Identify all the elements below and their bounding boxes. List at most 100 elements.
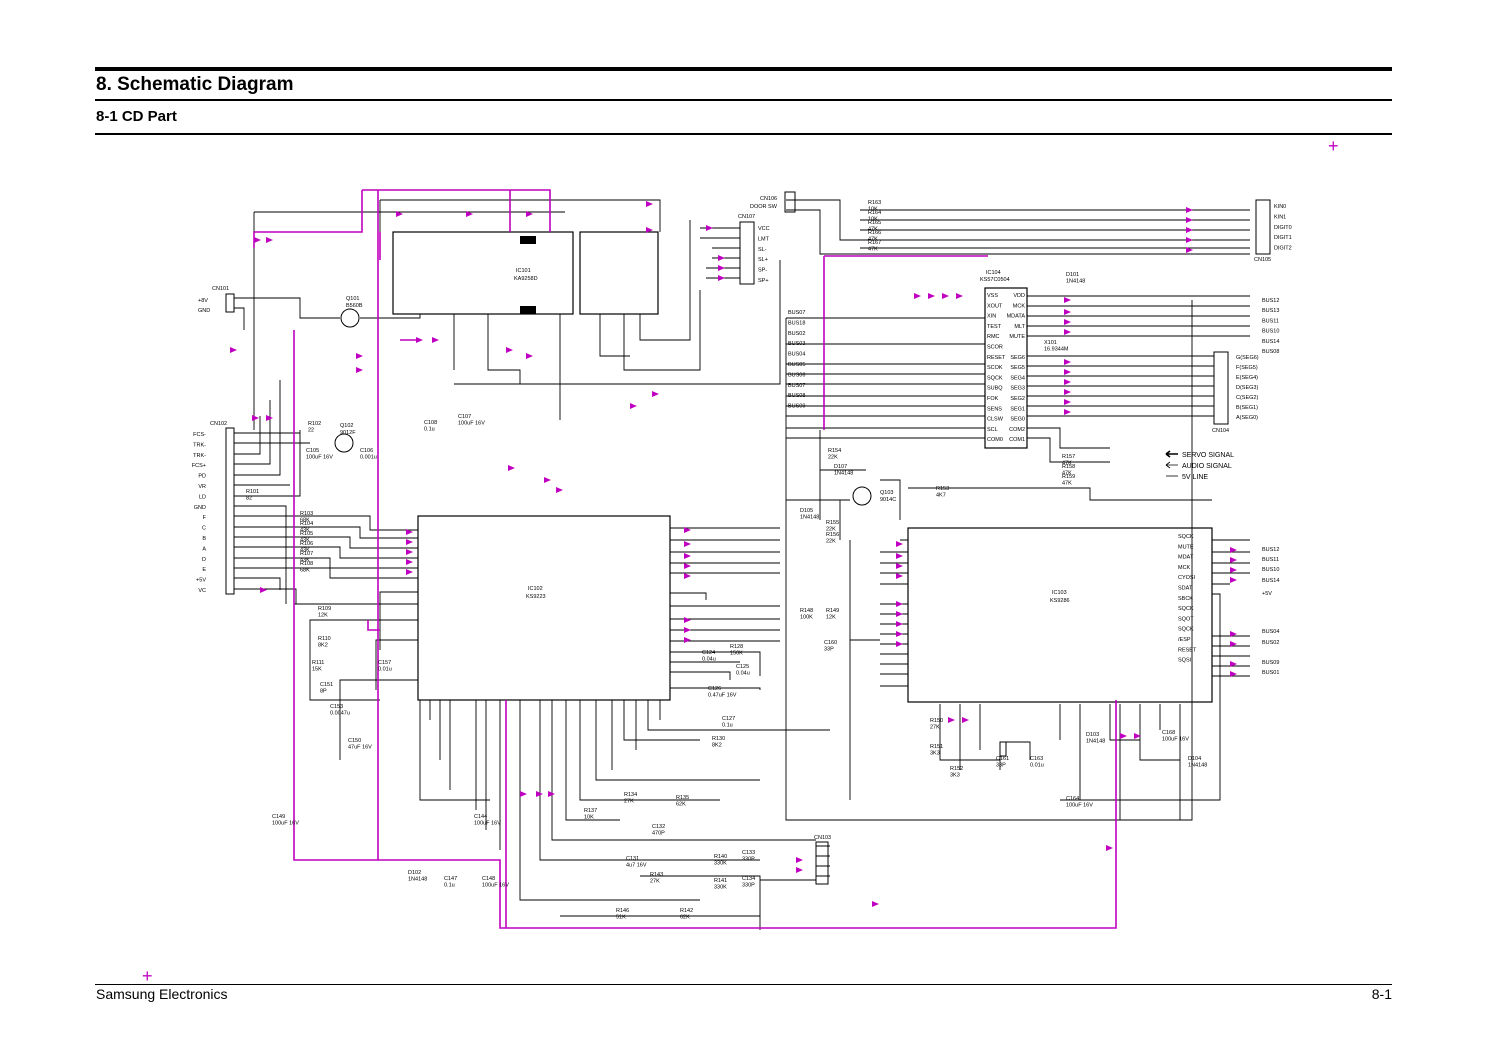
ic104-pin-label: MUTE <box>1009 334 1025 340</box>
component-value: 330K <box>714 885 727 891</box>
ic104-pin-label: SEG6 <box>1010 355 1025 361</box>
cn105-pin-label: DIGIT0 <box>1274 225 1292 231</box>
component-ref: C144 <box>474 814 487 820</box>
component-ref: R156 <box>826 532 839 538</box>
bus-label: BUS02 <box>788 331 805 337</box>
signal-arrow-icon <box>1134 733 1141 739</box>
ic103-pin-label: MUTE <box>1178 544 1194 550</box>
signal-arrows <box>230 201 1237 907</box>
component-value: 0.1u <box>722 723 733 729</box>
component-ref: D101 <box>1066 272 1079 278</box>
cn102-pin-label: D <box>202 557 206 563</box>
ic104-pin-label: MDATA <box>1007 314 1026 320</box>
component-ref: R148 <box>800 608 813 614</box>
component-ref: C150 <box>348 738 361 744</box>
registration-mark-icon: + <box>142 966 153 986</box>
cn107-pin-label: SP+ <box>758 278 769 284</box>
component-ref: R150 <box>930 718 943 724</box>
cn104: CN104 G(SEG6)F(SEG5)E(SEG4)D(SEG3)C(SEG2… <box>1212 351 1259 434</box>
signal-arrow-icon <box>266 415 273 421</box>
component-ref: R152 <box>950 766 963 772</box>
signal-arrow-icon <box>928 293 935 299</box>
wiring <box>234 199 1250 930</box>
component-value: 15K <box>312 667 322 673</box>
component-value: 330P <box>742 857 755 863</box>
signal-arrow-icon <box>406 539 413 545</box>
component-value: 1N4148 <box>800 515 819 521</box>
signal-arrow-icon <box>872 901 879 907</box>
component-value: 100uF 16V <box>1162 737 1189 743</box>
component-value: 16.9344M <box>1044 347 1069 353</box>
ic103-pin-label: SDAT <box>1178 586 1193 592</box>
signal-arrow-icon <box>896 631 903 637</box>
signal-arrow-icon <box>706 225 713 231</box>
legend-audio: AUDIO SIGNAL <box>1182 463 1232 470</box>
ic104-pin-label: MLT <box>1014 324 1025 330</box>
component-ref: C157 <box>378 660 391 666</box>
component-ref: C134 <box>742 876 755 882</box>
cn107-pin-label: LMT <box>758 236 770 242</box>
ic102-part: KS9223 <box>526 594 546 600</box>
component-value: 1N4148 <box>834 471 853 477</box>
signal-arrow-icon <box>718 275 725 281</box>
signal-arrow-icon <box>406 559 413 565</box>
ic104: IC104 KS57C0504 VSSXOUTXINTESTRMCSCORRES… <box>980 270 1028 449</box>
component-value: 47K <box>868 227 878 233</box>
bus-label: BUS07 <box>788 310 805 316</box>
signal-arrow-icon <box>630 403 637 409</box>
cn104-pin-label: C(SEG2) <box>1236 395 1258 401</box>
ic104-pin-label: SEG1 <box>1010 406 1025 412</box>
signal-arrow-icon <box>896 641 903 647</box>
component-ref: D107 <box>834 464 847 470</box>
signal-arrow-icon <box>942 293 949 299</box>
signal-arrow-icon <box>896 563 903 569</box>
component-ref: R137 <box>584 808 597 814</box>
component-ref: C163 <box>1030 756 1043 762</box>
component-value: 4u7 16V <box>626 863 647 869</box>
component-value: 100K <box>800 615 813 621</box>
signal-arrow-icon <box>948 717 955 723</box>
signal-arrow-icon <box>356 367 363 373</box>
component-ref: R163 <box>868 200 881 206</box>
ic104-pin-label: RMC <box>987 334 1000 340</box>
component-value: 0.04u <box>702 657 716 663</box>
signal-arrow-icon <box>1064 319 1071 325</box>
servo-arrow-icon <box>1165 450 1178 458</box>
cn102-pin-label: B <box>202 536 206 542</box>
signal-arrow-icon <box>684 527 691 533</box>
signal-arrow-icon <box>1186 217 1193 223</box>
component-value: 10K <box>868 217 878 223</box>
signal-arrow-icon <box>406 549 413 555</box>
cn102-pin-label: VC <box>198 588 206 594</box>
cn104-pin-label: E(SEG4) <box>1236 375 1258 381</box>
signal-arrow-icon <box>684 553 691 559</box>
component-value: 43K <box>300 538 310 544</box>
signal-arrow-icon <box>646 227 653 233</box>
signal-arrow-icon <box>1064 409 1071 415</box>
signal-arrow-icon <box>1186 237 1193 243</box>
component-value: 1N4148 <box>1086 739 1105 745</box>
component-value: 100uF 16V <box>474 821 501 827</box>
component-ref: R130 <box>712 736 725 742</box>
bus-label: BUS14 <box>1262 339 1279 345</box>
cn104-pin-label: G(SEG6) <box>1236 355 1259 361</box>
signal-arrow-icon <box>1064 399 1071 405</box>
component-value: 27K <box>930 725 940 731</box>
component-value: 330K <box>714 861 727 867</box>
cn101-pin-1: +8V <box>198 298 208 304</box>
component-value: 33P <box>996 763 1006 769</box>
component-ref: R135 <box>676 795 689 801</box>
ic103-pin-label: SQCK <box>1178 627 1194 633</box>
component-value: 47K <box>868 247 878 253</box>
signal-arrow-icon <box>466 211 473 217</box>
component-ref: R167 <box>868 240 881 246</box>
ic104-pin-label: SCL <box>987 427 998 433</box>
bus-label: BUS10 <box>1262 329 1279 335</box>
bus-label: BUS05 <box>788 362 805 368</box>
signal-arrow-icon <box>684 637 691 643</box>
component-value: 0.04u <box>736 671 750 677</box>
signal-arrow-icon <box>1230 577 1237 583</box>
ic102: IC102 KS9223 <box>417 515 671 701</box>
ic103-pin-label: MDAT <box>1178 555 1194 561</box>
audio-arrow-icon <box>1165 461 1178 469</box>
